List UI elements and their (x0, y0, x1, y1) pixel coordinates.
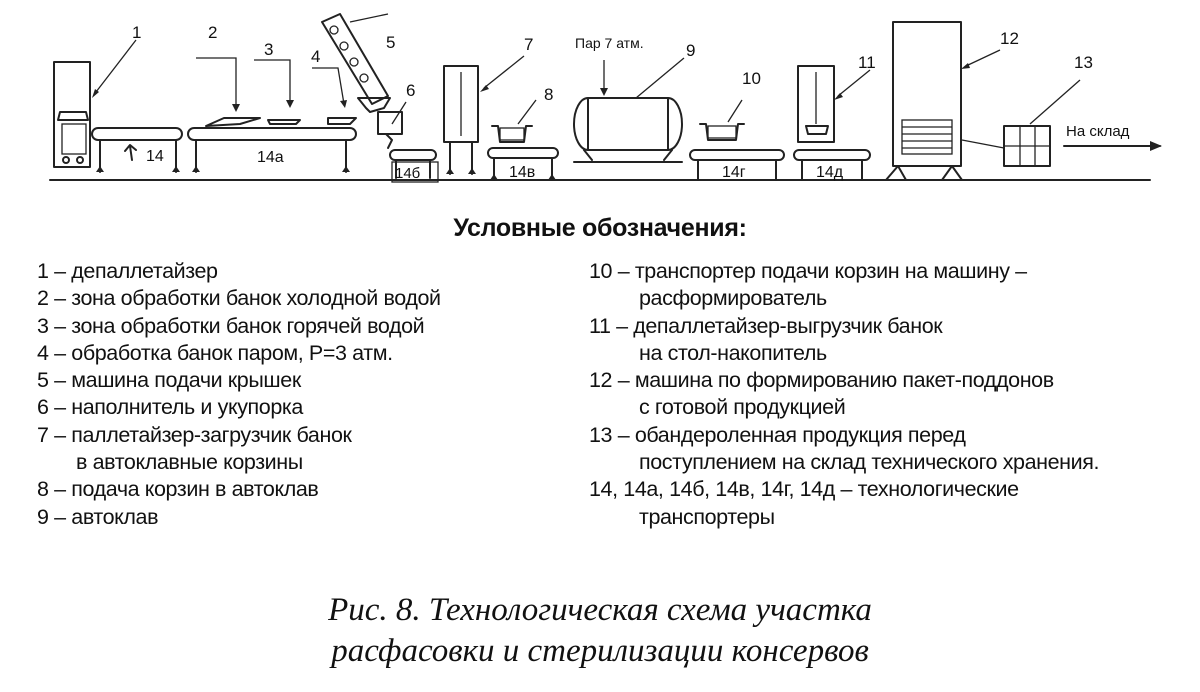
callout-leaders (92, 13, 1081, 125)
conveyor-14g (689, 123, 785, 181)
legend-title: Условные обозначения: (453, 214, 747, 242)
exit-arrow (1063, 141, 1162, 151)
depalletizer-unit (53, 61, 91, 168)
callout-13: 13 (1074, 53, 1093, 72)
legend-item-line: 13 – обандероленная продукция перед (589, 422, 966, 447)
unloader-unit (797, 65, 835, 143)
callout-11: 11 (858, 53, 876, 72)
process-scheme: 1 2 3 4 5 6 7 8 9 10 11 12 13 Пар 7 атм.… (49, 13, 1162, 183)
legend-item-line: расформирователь (639, 286, 827, 311)
conveyor-label-14: 14 (146, 148, 164, 165)
conveyor-label-14a: 14а (257, 149, 284, 166)
callout-7: 7 (524, 35, 533, 54)
legend-right-column: 10 – транспортер подачи корзин на машину… (589, 258, 1189, 531)
legend-item-line: 8 – подача корзин в автоклав (37, 477, 319, 502)
legend-item-line: с готовой продукцией (639, 395, 846, 420)
exit-label: На склад (1066, 123, 1130, 140)
conveyor-label-14b: 14б (395, 165, 420, 182)
callout-12: 12 (1000, 29, 1019, 48)
legend-item-line: 3 – зона обработки банок горячей водой (37, 313, 425, 338)
callout-10: 10 (742, 69, 761, 88)
palletizer-unit (443, 65, 479, 175)
legend-item-line: 11 – депаллетайзер-выгрузчик банок (589, 313, 943, 338)
conveyor-label-14d: 14д (816, 164, 844, 181)
conveyor-14v (487, 125, 559, 181)
conveyor-label-14g: 14г (722, 164, 746, 181)
legend-item-line: 4 – обработка банок паром, Р=3 атм. (37, 340, 393, 365)
legend-item-line: 9 – автоклав (37, 504, 159, 529)
callout-5: 5 (386, 33, 395, 52)
legend-item-line: 6 – наполнитель и укупорка (37, 395, 303, 420)
caption-line-1: Рис. 8. Технологическая схема участка (328, 592, 872, 628)
callout-6: 6 (406, 81, 415, 100)
legend-item-line: 1 – депаллетайзер (37, 259, 218, 283)
legend-item-line: 10 – транспортер подачи корзин на машину… (589, 259, 1027, 283)
callout-4: 4 (311, 47, 320, 66)
callout-3: 3 (264, 40, 273, 59)
pallet-forming-machine (885, 21, 963, 181)
callout-1: 1 (132, 23, 141, 42)
conveyor-label-14v: 14в (509, 164, 535, 181)
legend-item-line: 14, 14а, 14б, 14в, 14г, 14д – технологич… (589, 477, 1019, 502)
legend-item-line: 7 – паллетайзер-загрузчик банок (37, 422, 352, 447)
caption-line-2: расфасовки и стерилизации консервов (331, 633, 869, 669)
callout-9: 9 (686, 41, 695, 60)
lid-feeder-unit (321, 13, 391, 113)
conveyor-14a (187, 117, 357, 173)
legend-item-line: 2 – зона обработки банок холодной водой (37, 286, 441, 311)
conveyor-14 (91, 127, 183, 173)
autoclave-unit (573, 97, 683, 163)
callout-8: 8 (544, 85, 553, 104)
legend-item-line: 5 – машина подачи крышек (37, 368, 301, 393)
legend-item-line: поступлением на склад технического хране… (639, 450, 1100, 475)
conveyor-14b (389, 149, 439, 183)
legend-item-line: в автоклавные корзины (76, 450, 303, 475)
legend-item-line: транспортеры (639, 504, 775, 529)
legend-left-column: 1 – депаллетайзер 2 – зона обработки бано… (37, 258, 577, 531)
banded-product (961, 125, 1051, 167)
conveyor-14d (793, 149, 871, 181)
steam-label: Пар 7 атм. (575, 35, 644, 51)
figure-caption: Рис. 8. Технологическая схема участка ра… (0, 590, 1200, 672)
legend-item-line: на стол-накопитель (639, 340, 827, 365)
filler-unit (377, 111, 403, 149)
legend-item-line: 12 – машина по формированию пакет-поддон… (589, 368, 1054, 393)
callout-2: 2 (208, 23, 217, 42)
